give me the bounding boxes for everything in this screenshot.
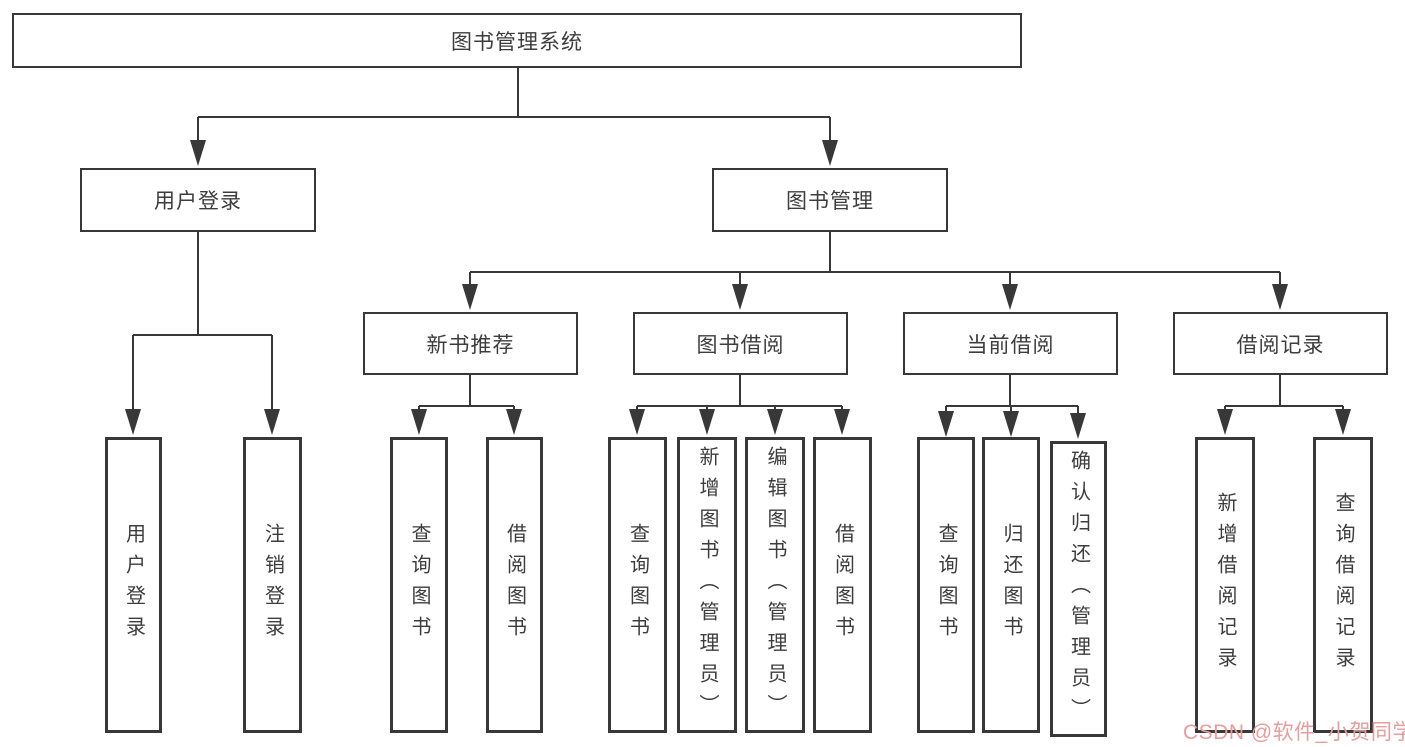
node-book-borrowing: 图书借阅: [633, 312, 848, 375]
leaf-label: 归还图书: [1000, 523, 1022, 647]
node-user-login: 用户登录: [80, 168, 316, 232]
leaf-label: 借阅图书: [831, 523, 854, 647]
leaf-label: 用户登录: [122, 523, 145, 647]
leaf-query-borrow-record: 查询借阅记录: [1313, 437, 1373, 733]
leaf-query-books-borrowing: 查询图书: [608, 437, 667, 733]
node-label: 图书管理: [786, 190, 874, 213]
node-new-book-recommendation: 新书推荐: [363, 312, 578, 375]
leaf-query-books-current: 查询图书: [917, 437, 975, 733]
node-library-management-system: 图书管理系统: [12, 13, 1022, 68]
node-label: 图书借阅: [696, 333, 785, 357]
leaf-label: 确认归还（管理员）: [1067, 449, 1090, 729]
leaf-label: 查询借阅记录: [1332, 492, 1354, 678]
node-label: 用户登录: [154, 190, 242, 213]
leaf-label: 借阅图书: [503, 523, 526, 647]
leaf-add-borrow-record: 新增借阅记录: [1195, 437, 1255, 733]
leaf-label: 查询图书: [935, 523, 957, 647]
leaf-return-books: 归还图书: [982, 437, 1040, 733]
leaf-borrow-books-borrowing: 借阅图书: [813, 437, 872, 733]
leaf-edit-books-admin: 编辑图书（管理员）: [745, 437, 805, 733]
arrowheads: [125, 140, 1351, 439]
csdn-watermark: CSDN @软件_小贺同学: [1183, 721, 1405, 744]
leaf-confirm-return-admin: 确认归还（管理员）: [1050, 441, 1107, 737]
leaf-label: 查询图书: [408, 523, 430, 647]
node-book-management: 图书管理: [712, 168, 948, 232]
leaf-label: 新增借阅记录: [1214, 492, 1236, 678]
node-label: 新书推荐: [426, 333, 515, 357]
node-borrowing-records: 借阅记录: [1173, 312, 1388, 375]
leaf-label: 注销登录: [261, 523, 284, 647]
leaf-query-books-recommend: 查询图书: [390, 437, 448, 733]
node-current-borrowing: 当前借阅: [903, 312, 1118, 375]
node-label: 图书管理系统: [451, 30, 583, 54]
leaf-user-login: 用户登录: [105, 437, 162, 733]
leaf-label: 编辑图书（管理员）: [764, 445, 786, 725]
leaf-label: 新增图书（管理员）: [696, 445, 718, 725]
leaf-label: 查询图书: [626, 523, 649, 647]
leaf-add-books-admin: 新增图书（管理员）: [677, 437, 737, 733]
node-label: 借阅记录: [1236, 333, 1325, 357]
leaf-logout: 注销登录: [243, 437, 302, 733]
leaf-borrow-books-recommend: 借阅图书: [486, 437, 543, 733]
node-label: 当前借阅: [966, 333, 1055, 357]
